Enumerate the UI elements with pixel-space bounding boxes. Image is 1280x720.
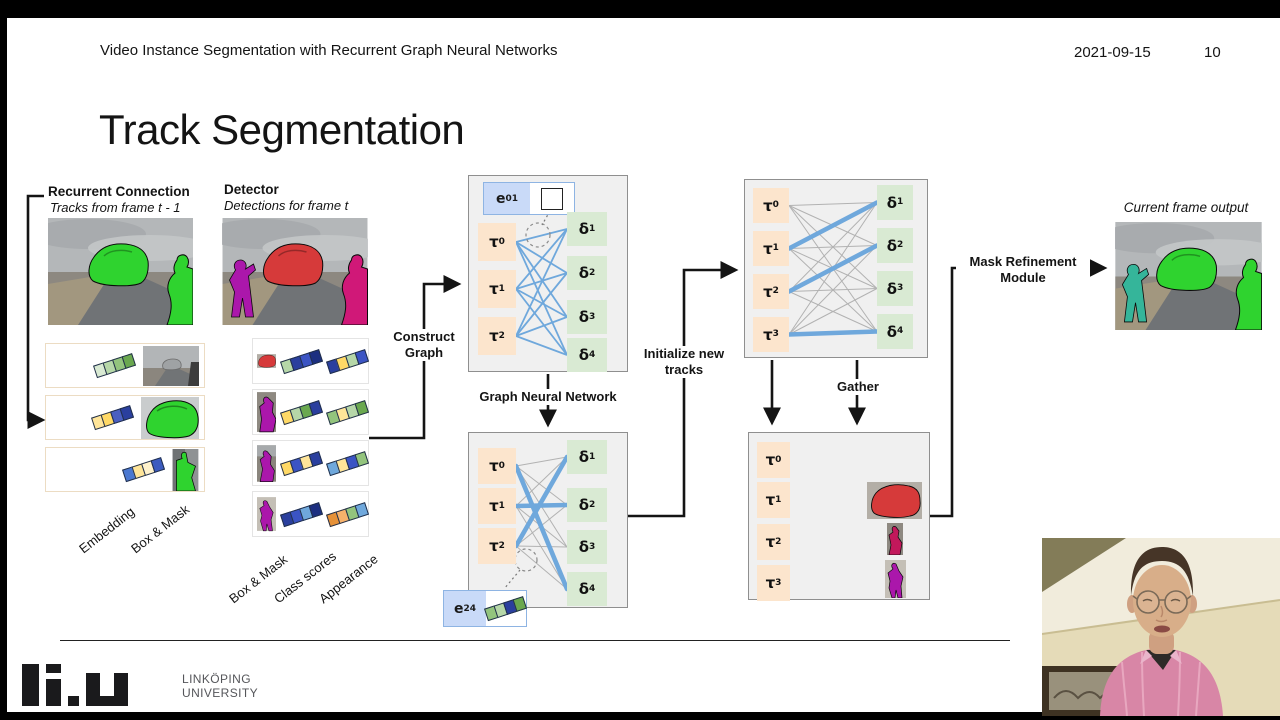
footer-divider [60,640,1010,641]
track-memory-list [45,343,205,492]
recurrent-connection-subtitle: Tracks from frame t - 1 [50,200,181,215]
appearance-cubes-icon [326,348,370,374]
presenter [1042,538,1280,716]
thumb-detection-person-magenta-full [257,497,276,532]
output-label: Current frame output [1123,200,1249,215]
presentation-title: Video Instance Segmentation with Recurre… [100,42,558,59]
thumb-detection-person-magenta [257,392,276,433]
thumb-road-grayscale [143,345,199,386]
slide-title: Track Segmentation [99,106,465,153]
empty-embedding-square [541,187,563,210]
class-score-cubes-icon [280,348,324,374]
gather-thumb-person-crimson [887,523,903,555]
thumb-detection-person-magenta [257,444,276,482]
recurrent-connection-title: Recurrent Connection [48,184,190,199]
presentation-date: 2021-09-15 [1074,44,1151,61]
appearance-cubes-icon [326,501,370,527]
class-score-cubes-icon [280,501,324,527]
thumb-track-car-green [141,396,199,439]
detection-row-1 [252,338,370,384]
scene-tracks-previous-frame [48,218,193,325]
track-row-0 [45,343,205,388]
embedding-cubes-icon [93,353,137,379]
detection-row-4 [252,491,370,537]
graph1-edges [515,210,568,356]
detector-subtitle: Detections for frame t [224,198,349,213]
label-initialize-new-tracks: Initialize new tracks [630,346,738,378]
graph3-edges [786,200,880,337]
thumb-track-person-green [172,448,199,491]
university-name-line1: LINKÖPING [182,672,251,686]
detector-title: Detector [224,182,279,197]
detection-row-2 [252,389,370,435]
webcam-overlay [1042,538,1280,716]
label-graph-neural-network: Graph Neural Network [460,389,636,405]
track-row-2 [45,447,205,492]
track-row-1 [45,395,205,440]
empty-embedding-slot [530,183,574,214]
edge-embedding-slot [484,591,528,626]
gather-thumb-car-red [867,482,922,519]
appearance-cubes-icon [326,399,370,425]
detection-list [252,338,370,537]
thumb-detection-car-red [257,354,276,368]
label-gather: Gather [832,379,884,395]
page-number: 10 [1204,44,1221,61]
class-score-cubes-icon [280,399,324,425]
gather-thumb-person-magenta [885,560,906,598]
embedding-cubes-icon [91,405,135,431]
label-mask-refinement-module: Mask Refinement Module [956,254,1090,286]
scene-detections-current-frame [222,218,368,325]
university-name: LINKÖPING UNIVERSITY [182,672,258,700]
liu-logo [22,664,128,706]
class-score-cubes-icon [280,450,324,476]
label-construct-graph: Construct Graph [383,329,465,361]
embedding-cubes-icon [122,457,166,483]
appearance-cubes-icon [326,450,370,476]
edge-embedding-cubes-icon [484,596,528,622]
graph2-edges [503,454,570,592]
detection-row-3 [252,440,370,486]
scene-current-frame-output [1115,222,1262,330]
university-name-line2: UNIVERSITY [182,686,259,700]
